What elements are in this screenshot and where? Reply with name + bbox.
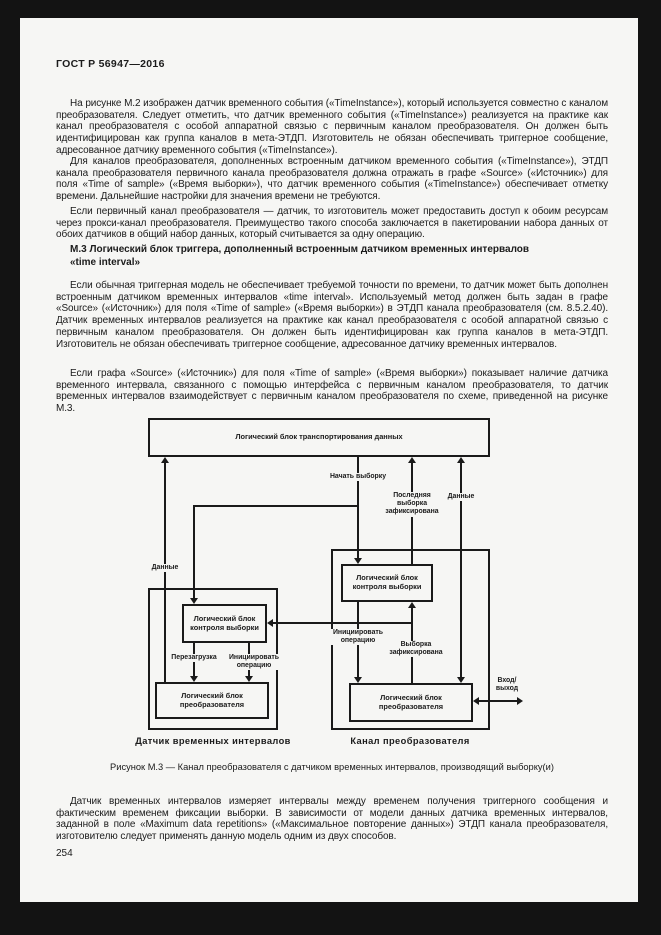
label-input-output-line1: Вход/ (497, 677, 517, 684)
label-reload: Перезагрузка (170, 654, 218, 663)
arrow-left-icon (473, 697, 479, 705)
caption-time-interval-sensor: Датчик временных интервалов (135, 736, 291, 746)
connector-start-sample (357, 457, 359, 559)
page-number: 254 (56, 848, 73, 859)
arrow-left-icon (267, 619, 273, 627)
section-heading-m3: М.3 Логический блок триггера, дополненны… (56, 244, 608, 269)
label-input-output-line2: выход (495, 685, 519, 693)
connector-start-sample-branch-drop (193, 505, 195, 599)
arrow-down-icon (190, 598, 198, 604)
connector-cross-link (272, 622, 413, 624)
section-heading-line1: М.3 Логический блок триггера, дополненны… (70, 244, 530, 255)
arrow-down-icon (354, 558, 362, 564)
arrow-down-icon (190, 676, 198, 682)
section-heading-line2: «time interval» (70, 256, 141, 268)
arrow-down-icon (245, 676, 253, 682)
left-sample-control-block: Логический блок контроля выборки (182, 604, 267, 643)
figure-m3-diagram: Логический блок транспортирования данных… (20, 414, 638, 766)
label-initiate-right: Инициировать операцию (331, 629, 385, 646)
label-initiate-left: Инициировать операцию (227, 654, 281, 671)
arrow-down-icon (457, 677, 465, 683)
paragraph-3: Если первичный канал преобразователя — д… (56, 206, 608, 241)
label-data-right: Данные (446, 493, 476, 502)
transport-logic-block: Логический блок транспортирования данных (148, 418, 490, 457)
arrow-right-icon (517, 697, 523, 705)
connector-input-output (478, 700, 518, 702)
paragraph-4: Если обычная триггерная модель не обеспе… (56, 280, 608, 350)
label-data-left: Данные (150, 564, 180, 573)
paragraph-5: Если графа «Source» («Источник») для пол… (56, 368, 608, 415)
connector-data-right (460, 462, 462, 678)
label-input-output: Вход/ выход (491, 677, 523, 694)
label-last-sample-fixed: Последняя выборка зафиксирована (383, 492, 441, 517)
arrow-up-icon (161, 457, 169, 463)
arrow-up-icon (408, 602, 416, 608)
left-transducer-block: Логический блок преобразователя (155, 682, 269, 719)
page-header: ГОСТ Р 56947—2016 (56, 58, 165, 70)
connector-start-sample-branch (193, 505, 358, 507)
caption-transducer-channel: Канал преобразователя (350, 736, 470, 746)
right-sample-control-block: Логический блок контроля выборки (341, 564, 433, 602)
paragraph-1: На рисунке М.2 изображен датчик временно… (56, 98, 608, 156)
label-sample-fixed: Выборка зафиксирована (388, 641, 444, 658)
figure-caption: Рисунок М.3 — Канал преобразователя с да… (110, 762, 554, 772)
label-start-sample: Начать выборку (328, 473, 388, 482)
paragraph-6: Датчик временных интервалов измеряет инт… (56, 796, 608, 843)
arrow-up-icon (408, 457, 416, 463)
document-page: ГОСТ Р 56947—2016 На рисунке М.2 изображ… (20, 18, 638, 902)
arrow-down-icon (354, 677, 362, 683)
paragraph-2: Для каналов преобразователя, дополненных… (56, 156, 608, 203)
arrow-up-icon (457, 457, 465, 463)
right-transducer-block: Логический блок преобразователя (349, 683, 473, 722)
